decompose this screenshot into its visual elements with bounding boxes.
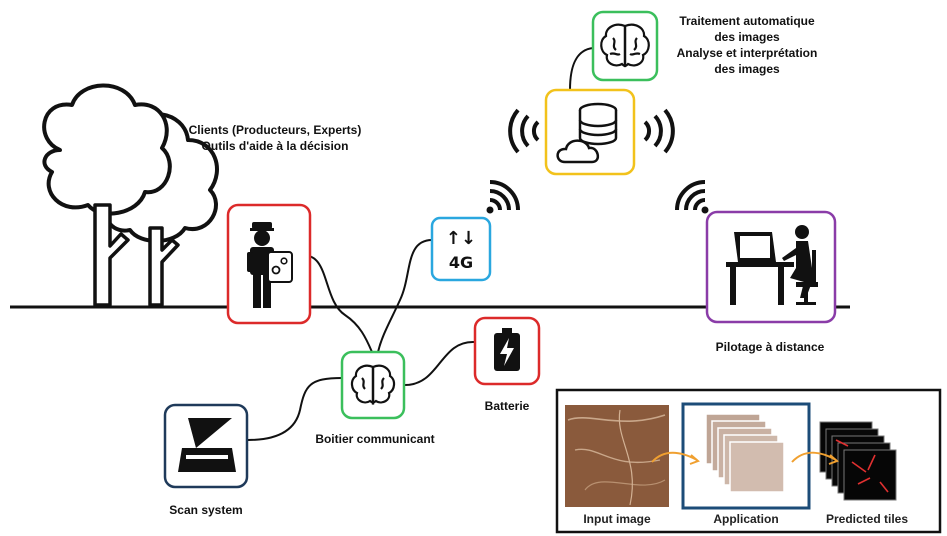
scanner-icon [178,418,236,472]
cable-4g-boitier [377,239,433,353]
processing-label-line4: des images [714,62,780,76]
network-label: 4G [449,253,473,272]
input-image [565,405,669,507]
wifi-icon [643,108,675,154]
cable-brain-db [569,47,594,91]
battery-icon [494,328,520,371]
cables [247,47,594,441]
wifi-icon [508,108,540,154]
clients-label-line1: Clients (Producteurs, Experts) [188,123,362,137]
processing-label-line1: Traitement automatique [679,14,815,28]
wifi-icon [675,180,709,214]
clients-label-line2: Outils d'aide à la décision [201,139,349,153]
network-arrows: ↑↓ [446,228,476,249]
network-box [430,216,492,282]
pipeline-arrows [651,451,839,465]
network-4g-icon: ↑↓ 4G [446,228,476,272]
cable-battery-boitier [404,340,476,386]
brain-icon [600,23,650,68]
brain-icon [350,364,396,406]
worker-tablet-icon [247,222,293,308]
pilotage-label: Pilotage à distance [715,340,825,354]
cable-worker-boitier [299,254,373,353]
wifi-icon [486,180,520,214]
database-cloud-icon [556,102,618,164]
clients-label: Clients (Producteurs, Experts) Outils d'… [170,122,380,154]
battery-label: Batterie [484,399,530,413]
inset-label-predicted: Predicted tiles [826,512,908,526]
processing-label-line2: des images [714,30,780,44]
tree-icon [42,83,219,307]
boitier-label: Boitier communicant [315,432,435,446]
scan-label: Scan system [169,503,243,517]
predicted-tiles [819,421,897,501]
desk-computer-icon [726,225,818,305]
predicted-crack-marks [835,439,889,493]
inset-label-application: Application [713,512,778,526]
processing-label: Traitement automatique des images Analys… [662,13,832,77]
cable-scan-boitier [247,377,343,441]
processing-label-line3: Analyse et interprétation [676,46,818,60]
scanner-box [163,403,249,489]
application-tiles [705,413,785,493]
inset-label-input: Input image [583,512,651,526]
